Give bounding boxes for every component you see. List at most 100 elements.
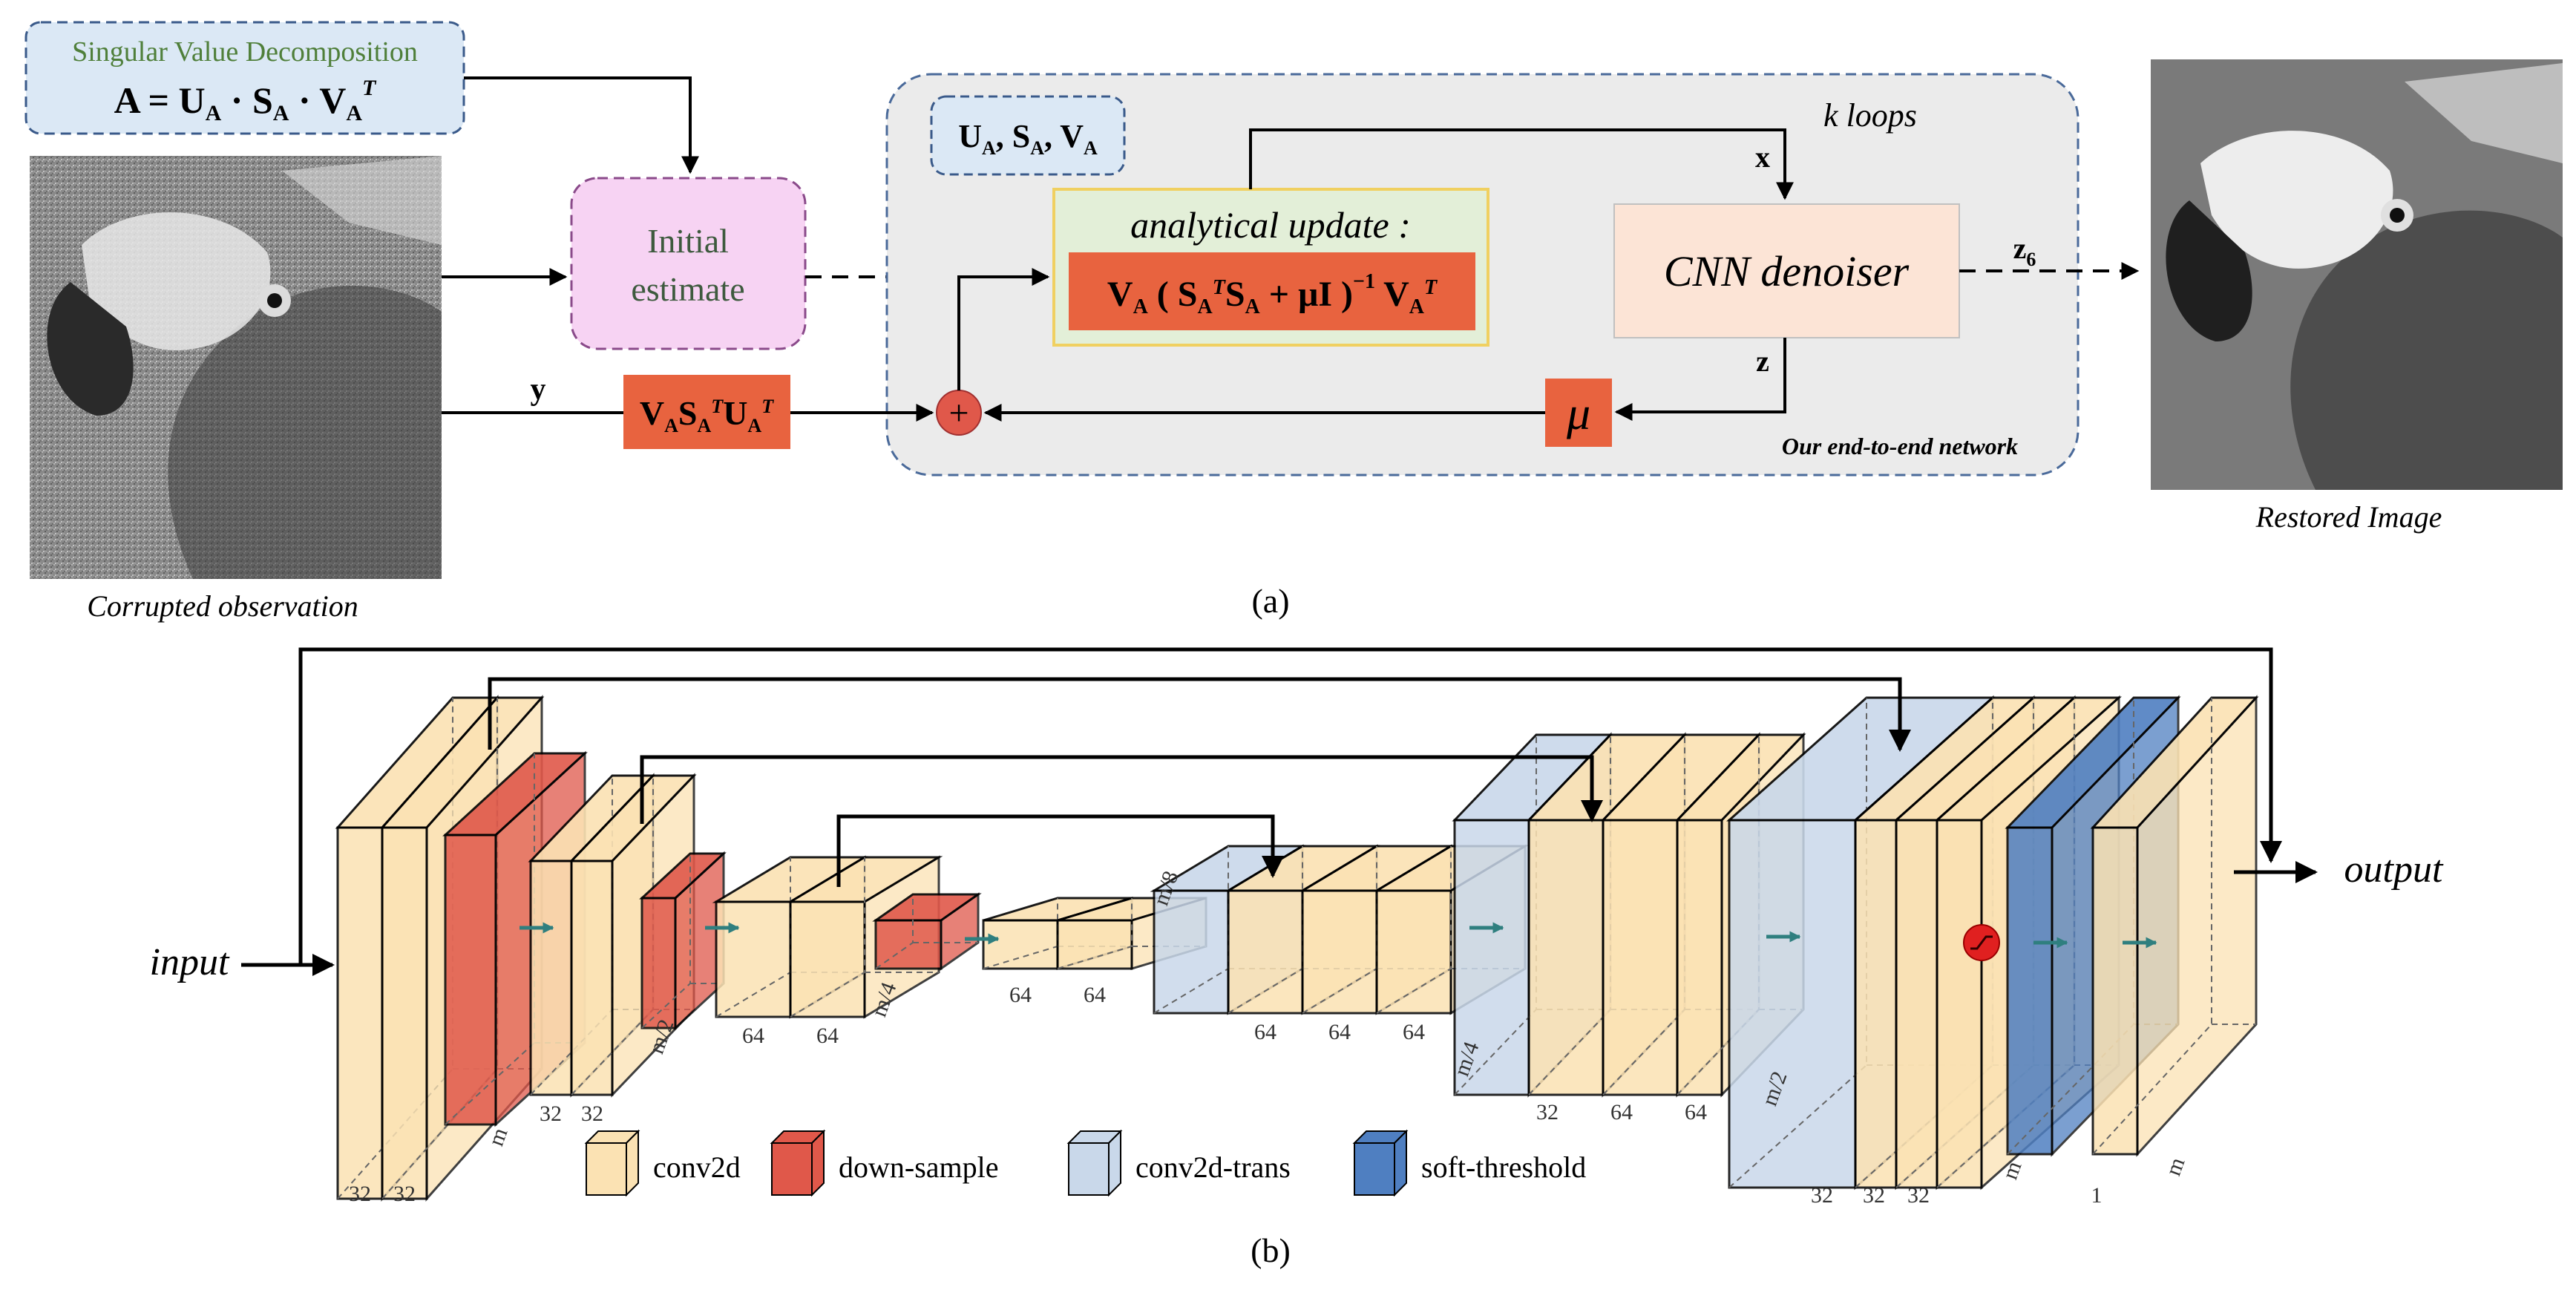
- block-front-face: [789, 900, 866, 1018]
- legend-swatch-side: [811, 1129, 825, 1197]
- initial-estimate-line1: Initial: [647, 222, 729, 260]
- legend-swatch: [586, 1142, 627, 1196]
- analytical-to-cnn-arrow: [1249, 128, 1794, 200]
- size-label: 64: [1009, 983, 1032, 1007]
- size-label: 32: [1863, 1183, 1885, 1208]
- k-loops-label: k loops: [1823, 97, 1917, 134]
- cnn-denoiser-label: CNN denoiser: [1664, 247, 1910, 295]
- size-label: 32: [1536, 1100, 1559, 1124]
- legend-item: conv2d-trans: [1066, 1129, 1291, 1197]
- block-hidden-edges: [641, 854, 724, 1029]
- plus-to-analytical-arrow: [957, 268, 1050, 390]
- size-label: 32: [581, 1101, 603, 1126]
- size-label: 64: [1403, 1020, 1425, 1044]
- skip-connection-level1: [488, 677, 1911, 752]
- block-front-face: [336, 826, 384, 1200]
- skip-connection-level3: [836, 814, 1284, 887]
- corrupted-caption: Corrupted observation: [87, 589, 358, 623]
- legend-swatch: [771, 1142, 813, 1196]
- down-sample-block: [639, 851, 727, 1031]
- block-front-face: [2006, 826, 2054, 1156]
- cnn-denoiser-box: CNN denoiser: [1613, 203, 1960, 338]
- svd-box: Singular Value Decomposition A = UA · SA…: [24, 21, 465, 135]
- legend-label: conv2d-trans: [1135, 1150, 1291, 1184]
- svd-to-initial-arrow: [464, 76, 699, 174]
- block-hidden-edges: [790, 857, 939, 1018]
- restored-image: [2151, 59, 2563, 490]
- legend-item: conv2d: [584, 1129, 741, 1197]
- size-label: m: [1998, 1158, 2027, 1182]
- size-label: 64: [816, 1024, 839, 1048]
- restored-caption: Restored Image: [2255, 500, 2442, 534]
- block-front-face: [1728, 819, 1857, 1189]
- block-front-face: [1153, 889, 1230, 1015]
- size-label: m: [484, 1124, 513, 1149]
- plus-node: +: [936, 390, 982, 436]
- block-front-face: [2091, 826, 2139, 1156]
- adjoint-box: VASATUAT: [623, 375, 790, 449]
- mu-box: μ: [1545, 379, 1612, 447]
- cnn-to-mu-arrow: [1614, 338, 1786, 421]
- initial-estimate-line2: estimate: [631, 270, 744, 308]
- block-front-face: [1227, 889, 1304, 1015]
- block-front-face: [1375, 889, 1452, 1015]
- legend-swatch: [1068, 1142, 1110, 1196]
- size-label: 32: [540, 1101, 562, 1126]
- legend-swatch: [1354, 1142, 1395, 1196]
- input-label: input: [150, 941, 230, 983]
- size-label: 64: [1685, 1100, 1707, 1124]
- corrupted-image: [30, 156, 442, 579]
- legend-label: down-sample: [839, 1150, 999, 1184]
- block-front-face: [1676, 819, 1723, 1096]
- legend-label: soft-threshold: [1421, 1150, 1586, 1184]
- block-front-face: [1527, 819, 1605, 1096]
- network-label: Our end-to-end network: [1782, 433, 2018, 459]
- block-front-face: [1854, 819, 1898, 1189]
- size-label: m: [2161, 1154, 2190, 1179]
- analytical-update-formula: VA ( SATSA + μI )−1 VAT: [1107, 270, 1438, 318]
- uav-label: UA, SA, VA: [958, 118, 1098, 159]
- legend-label: conv2d: [653, 1150, 741, 1184]
- mu-symbol: μ: [1566, 387, 1590, 439]
- block-front-face: [570, 860, 614, 1096]
- initial-estimate-box: Initial estimate: [570, 177, 807, 350]
- analytical-update-title: analytical update :: [1130, 204, 1411, 246]
- panel-a-label: (a): [1251, 582, 1289, 620]
- size-label: 32: [349, 1182, 371, 1206]
- panel-a: Singular Value Decomposition A = UA · SA…: [24, 21, 2563, 623]
- block-front-face: [874, 919, 943, 970]
- uav-box: UA, SA, VA: [930, 95, 1126, 176]
- size-label: 32: [1907, 1183, 1930, 1208]
- block-hidden-edges: [875, 894, 978, 969]
- svd-box-title: Singular Value Decomposition: [72, 36, 418, 68]
- block-front-face: [640, 897, 677, 1029]
- block-front-face: [444, 834, 497, 1126]
- legend: conv2d down-sample conv2d-trans soft-thresh…: [584, 1129, 1586, 1197]
- legend-item: down-sample: [770, 1129, 999, 1197]
- block-front-face: [715, 900, 792, 1018]
- block-hidden-edges: [2092, 698, 2256, 1155]
- skip-connection-level2: [640, 755, 1603, 824]
- legend-swatch-side: [1108, 1129, 1121, 1197]
- block-front-face: [1453, 819, 1530, 1096]
- output-label: output: [2344, 848, 2444, 891]
- legend-item: soft-threshold: [1352, 1129, 1586, 1197]
- block-front-face: [982, 919, 1059, 970]
- plus-symbol: +: [948, 393, 969, 433]
- size-label: 64: [1254, 1020, 1276, 1044]
- block-front-face: [1895, 819, 1938, 1189]
- block-front-face: [1301, 889, 1378, 1015]
- size-label: 32: [393, 1182, 416, 1206]
- block-front-face: [529, 860, 573, 1096]
- size-label: 32: [1811, 1183, 1833, 1208]
- z-label: z: [1756, 344, 1769, 378]
- size-label: 64: [742, 1024, 764, 1048]
- block-front-face: [1602, 819, 1679, 1096]
- block-front-face: [1056, 919, 1133, 970]
- y-label: y: [531, 373, 546, 407]
- svd-equation: A = UA · SA · VAT: [114, 76, 377, 125]
- down-sample-block: [872, 892, 982, 971]
